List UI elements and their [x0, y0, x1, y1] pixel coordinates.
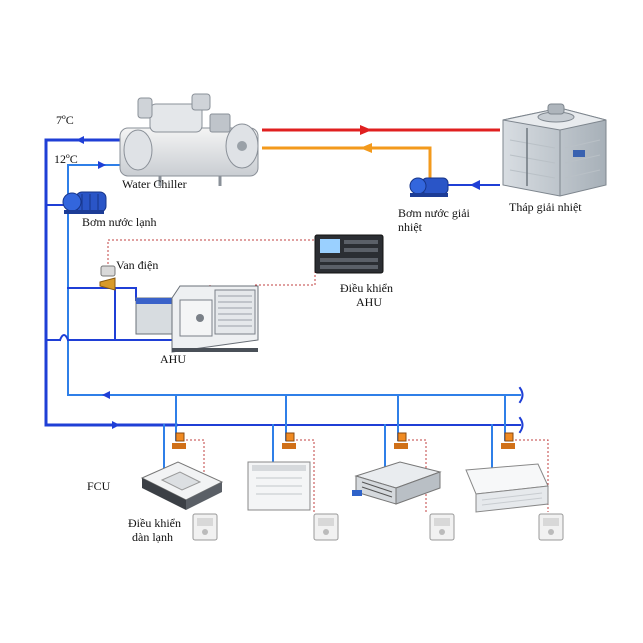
air-handling-unit-icon: [135, 285, 259, 353]
fcu-controller-label-2: dàn lạnh: [132, 530, 173, 544]
chilled-pump-label: Bơm nước lạnh: [82, 215, 157, 229]
ahu-label: AHU: [160, 352, 186, 366]
ahu-controller-label-1: Điều khiển: [340, 281, 393, 295]
motorized-valve-icon: [99, 265, 116, 291]
thermostat-icon: [538, 513, 564, 541]
thermostat-icon: [429, 513, 455, 541]
condenser-water-pipes: [262, 125, 500, 190]
condenser-pump-label-2: nhiệt: [398, 220, 422, 234]
chilled-water-pipes: [44, 138, 524, 491]
cooling-tower-icon: [502, 103, 607, 197]
valve-label: Van điện: [116, 258, 159, 272]
thermostat-icon: [192, 513, 218, 541]
fcu-label: FCU: [87, 479, 111, 493]
fcu-floor-standing-icon: [247, 461, 311, 511]
ahu-controller-label-2: AHU: [356, 295, 382, 309]
condenser-water-pump-icon: [409, 177, 449, 197]
chilled-water-pump-icon: [62, 191, 107, 214]
fcu-valves: [172, 432, 515, 449]
cooling-tower-label: Tháp giải nhiệt: [509, 200, 582, 214]
flow-arrows-chilled: [76, 136, 120, 429]
water-chiller-icon: [119, 93, 259, 186]
supply-temp-label: 7ºC: [56, 113, 74, 127]
fcu-ducted-icon: [352, 461, 442, 505]
water-chiller-label: Water Chiller: [122, 177, 187, 191]
fcu-ceiling-suspended-icon: [465, 463, 549, 513]
thermostat-icon: [313, 513, 339, 541]
return-temp-label: 12ºC: [54, 152, 78, 166]
fcu-controller-label-1: Điều khiển: [128, 516, 181, 530]
ahu-controller-icon: [314, 234, 384, 274]
condenser-pump-label-1: Bơm nước giải: [398, 206, 470, 220]
fcu-cassette-icon: [140, 461, 224, 510]
